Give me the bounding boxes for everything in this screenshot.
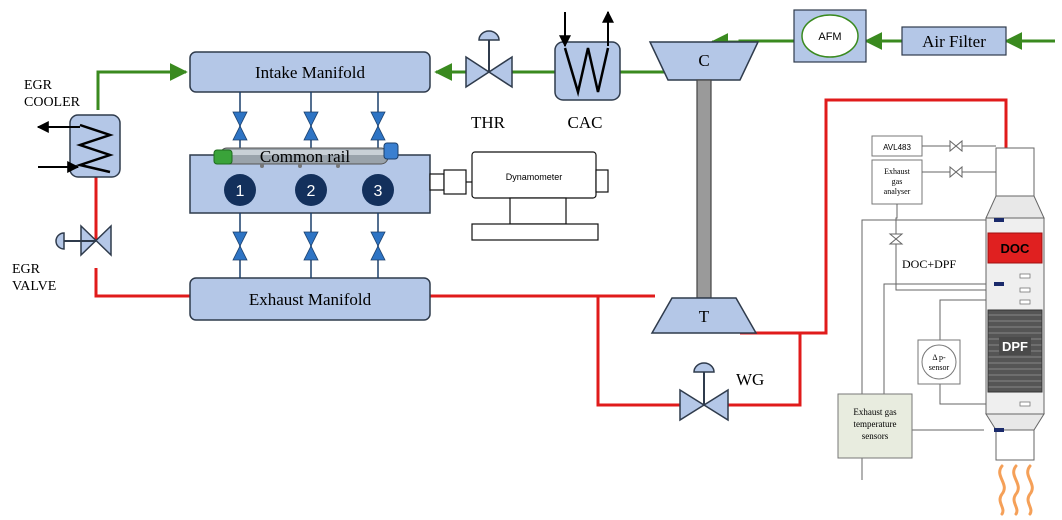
cylinder-2-label: 2	[307, 183, 316, 200]
compressor-label: C	[698, 51, 709, 70]
exhaust-valves	[232, 213, 386, 278]
egr-valve-label-1: EGR	[12, 262, 41, 277]
thr-label: THR	[471, 113, 506, 132]
wastegate-valve	[679, 362, 729, 422]
cac-label: CAC	[568, 113, 603, 132]
temperature-sensors-box	[837, 393, 913, 459]
turbo-shaft	[696, 79, 712, 299]
charge-air-cooler	[554, 10, 621, 101]
dynamometer	[429, 151, 609, 241]
afm-label: AFM	[818, 31, 841, 43]
air-filter	[901, 26, 1007, 56]
canister-outlet-cone	[985, 413, 1045, 431]
exhaust-gas-analyser-box	[871, 159, 923, 205]
turbine	[650, 297, 758, 334]
egr-valve-label-2: VALVE	[12, 279, 56, 294]
exhaust-manifold-label: Exhaust Manifold	[249, 290, 372, 309]
exhaust-manifold	[189, 277, 431, 321]
egr-valve	[55, 224, 112, 257]
dp-label-1: Δ p-	[932, 353, 946, 362]
cylinder-3-label: 3	[374, 183, 383, 200]
exhaust-pipe-bottom	[995, 429, 1035, 461]
temp-label-1: Exhaust gas	[853, 407, 897, 417]
exhaust-pipe-top	[995, 147, 1035, 197]
cylinder-3: 3	[362, 174, 394, 206]
common-rail-label: Common rail	[260, 147, 350, 166]
analyser-label-3: analyser	[884, 187, 911, 196]
throttle-valve	[465, 30, 513, 89]
egr-cooler	[36, 114, 121, 178]
cylinder-2: 2	[295, 174, 327, 206]
egr-cooler-label-1: EGR	[24, 78, 53, 93]
avl483-label: AVL483	[883, 143, 911, 152]
dynamometer-label: Dynamometer	[506, 172, 563, 182]
dp-label-2: sensor	[929, 363, 950, 372]
analyser-label-2: gas	[892, 177, 903, 186]
egr-cooler-label-2: COOLER	[24, 95, 81, 110]
exhaust-gas-path	[94, 98, 1008, 407]
cylinder-1: 1	[224, 174, 256, 206]
analyser-label-1: Exhaust	[884, 167, 911, 176]
doc-dpf-label: DOC+DPF	[902, 257, 956, 271]
compressor	[648, 41, 760, 81]
turbine-label: T	[699, 307, 710, 326]
cylinder-1-label: 1	[236, 183, 245, 200]
air-filter-label: Air Filter	[922, 32, 986, 51]
intake-manifold-label: Intake Manifold	[255, 63, 365, 82]
temp-label-2: temperature	[854, 419, 897, 429]
canister-inlet-cone	[985, 195, 1045, 219]
aftertreatment-system: AVL483 Exhaust gas analyser DOC+DPF DOC	[837, 135, 1045, 516]
doc-label: DOC	[1001, 241, 1031, 256]
wg-label: WG	[736, 370, 764, 389]
dpf-label: DPF	[1002, 339, 1028, 354]
common-rail	[213, 142, 399, 168]
exhaust-fumes-icon	[998, 464, 1034, 516]
air-flow-meter: AFM	[793, 9, 867, 63]
intake-valves	[232, 92, 386, 150]
intake-manifold	[189, 51, 431, 93]
temp-label-3: sensors	[862, 431, 889, 441]
doc-brick	[987, 232, 1043, 264]
